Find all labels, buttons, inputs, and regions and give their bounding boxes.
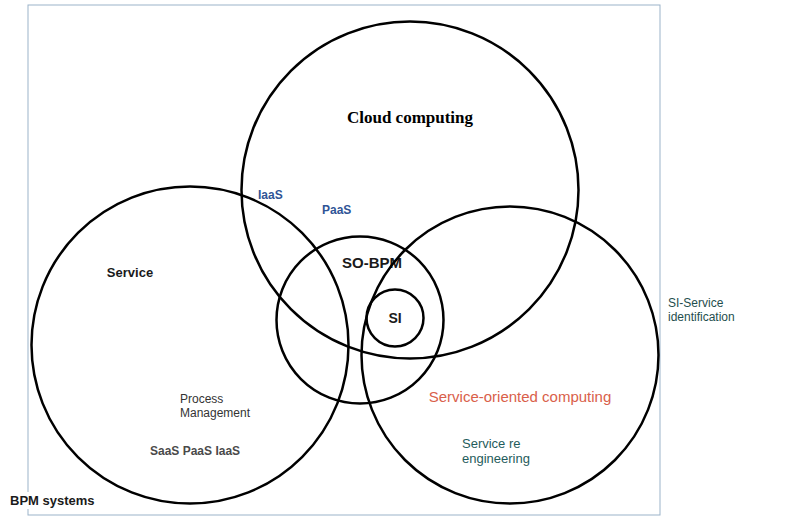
area-label: Process Management (180, 392, 280, 420)
layer-label: PaaS (322, 203, 351, 217)
abbreviation-note: SI-Service identification (668, 296, 780, 324)
circle-line (242, 22, 579, 359)
node-title: Service (107, 265, 153, 280)
cloud-circle: Cloud computing (240, 20, 580, 360)
area-label: BPM systems (8, 492, 97, 509)
circle-line (277, 237, 444, 404)
layer-label: SaaS PaaS IaaS (150, 444, 240, 458)
frame-rect (28, 5, 660, 515)
circle-line (32, 187, 349, 504)
layer-label: IaaS (258, 188, 283, 202)
node-title: Cloud computing (347, 108, 473, 128)
circle-line (362, 207, 659, 504)
area-label: Service re engineering (462, 436, 562, 466)
so-bpm-circle: SO-BPMSI (275, 235, 445, 405)
node-title: SI (388, 310, 401, 326)
circle-outline (240, 20, 580, 360)
circle-line (367, 290, 424, 347)
node-title: Service-oriented computing (429, 388, 612, 405)
